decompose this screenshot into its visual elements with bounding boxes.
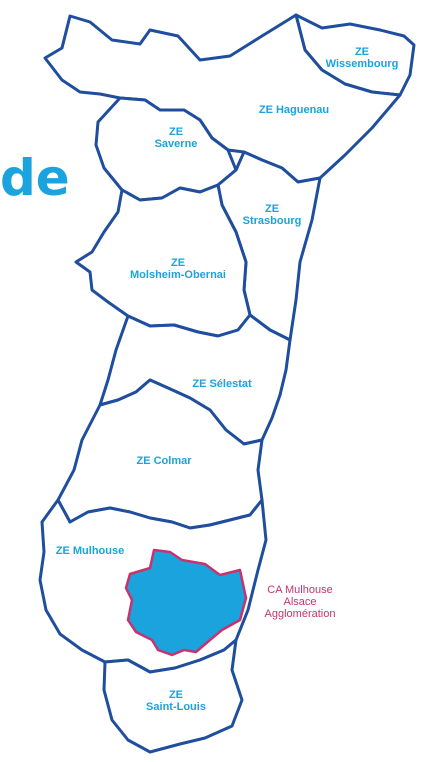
ca-mulhouse-area[interactable] [124,548,248,657]
label-zone-mulhouse: ZE Mulhouse [55,545,125,557]
label-zone-colmar: ZE Colmar [136,455,192,467]
label-ca-mulhouse: CA Mulhouse Alsace Agglomération [264,584,336,620]
heading-fragment: de [0,149,70,207]
label-zone-selestat: ZE Sélestat [192,378,252,390]
label-zone-haguenau: ZE Haguenau [258,104,330,116]
zone-saint-louis[interactable] [102,638,244,754]
